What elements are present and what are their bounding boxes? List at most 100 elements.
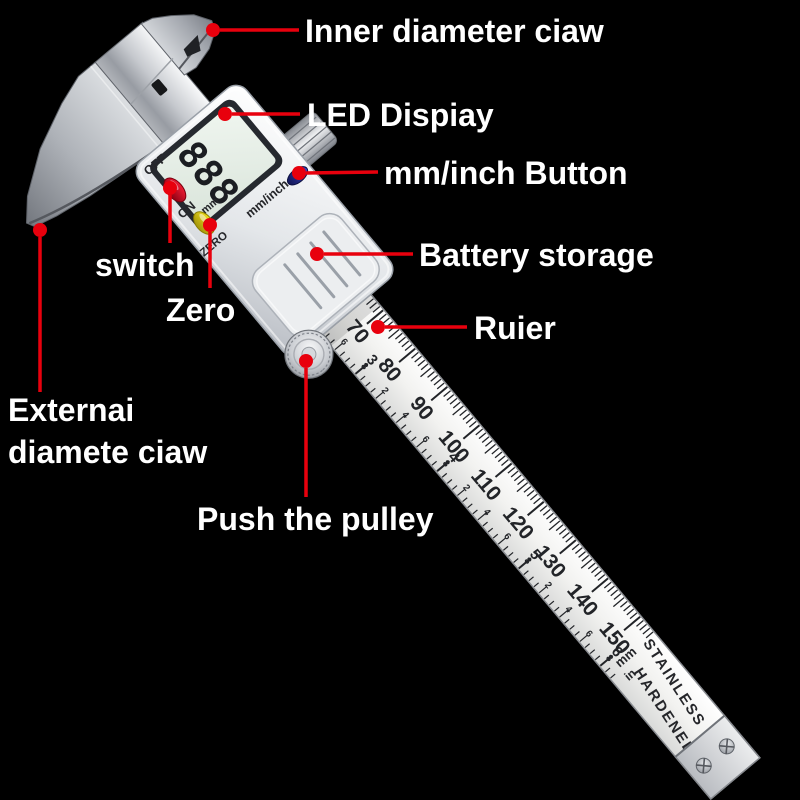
mm-tick [462,413,471,421]
inch-tick [441,472,448,478]
mm-tick [581,554,590,562]
inch-tick [360,375,366,381]
mm-tick [507,466,516,474]
mm-tick [378,313,387,321]
inch-tick [365,381,371,387]
inch-tick [349,363,356,369]
head-seam [130,57,174,105]
annotation-led-display: LED Dispiay [218,97,494,133]
mm-tick [430,374,439,382]
mm-tick [366,309,384,325]
annotation-dot-external-claw [33,223,47,237]
mm-tick [594,570,602,578]
mm-tick [574,547,583,555]
mm-tick [510,470,519,478]
annotations: Inner diameter ciaw LED Dispiay mm/inch … [8,13,654,537]
mm-tick [449,397,458,405]
label-mm-inch-button: mm/inch Button [384,155,628,191]
inch-tick [375,391,384,399]
inch-sub-number: 4 [481,507,493,519]
mm-tick [516,482,529,493]
inch-tick [436,460,450,472]
mm-tick [565,535,574,543]
mm-tick [372,305,381,313]
inch-tick [513,558,519,563]
mm-tick [623,615,641,631]
label-external-claw-line2: diamete ciaw [8,434,207,470]
mm-tick [411,351,419,359]
inch-sub-number: 2 [460,483,472,494]
mm-tick [533,497,541,505]
label-led-display: LED Dispiay [307,97,494,133]
inch-tick [523,570,529,575]
mm-tick [610,589,619,597]
mm-tick [481,436,490,443]
mm-tick [529,493,538,501]
end-cap-screw-bottom [695,757,712,774]
battery-door [251,212,380,338]
mm-tick [497,455,506,463]
inch-tick [599,654,614,667]
inch-tick [564,618,570,624]
mm-tick [578,551,586,558]
inch-tick [344,357,351,363]
inch-tick [518,557,532,570]
mm-tick [591,566,599,574]
label-ruler: Ruier [474,310,556,346]
mm-tick [468,420,477,428]
mm-tick [612,597,625,608]
inch-tick [416,440,425,448]
mm-tick [387,328,400,339]
mm-tick [446,394,455,401]
inch-tick [594,655,601,661]
mm-tick [645,631,654,639]
inch-tick [605,667,611,673]
mm-tick [484,440,493,447]
mm-tick [607,585,615,593]
mm-tick [597,574,606,581]
inch-sub-number: 8 [440,458,452,469]
mm-tick [548,520,561,531]
mm-tick [559,539,577,555]
inch-tick [487,527,494,533]
inch-tick [406,430,412,436]
mm-tick [591,577,609,593]
mm-tick [619,600,628,608]
mm-tick [459,409,468,417]
label-inner-diameter-claw: Inner diameter ciaw [305,13,604,49]
inch-tick [574,631,580,636]
mm-tick [443,390,451,398]
inch-tick [385,406,392,411]
inch-tick [339,351,346,357]
mm-tick [526,501,545,517]
annotation-push-pulley: Push the pulley [197,354,434,537]
inch-tick [497,537,507,545]
mm-tick [587,562,596,570]
inch-sub-number: 2 [542,580,554,591]
mm-tick [398,336,406,344]
inch-tick [533,582,540,588]
annotation-dot-pulley [299,354,313,368]
inch-tick [482,521,488,527]
annotation-battery-storage: Battery storage [310,237,654,273]
inch-sub-number: 2 [379,385,391,396]
mm-tick [430,386,448,402]
inch-sub-number: 6 [338,337,350,348]
mm-scale-ticks [366,298,654,639]
mm-tick [417,359,426,367]
inch-sub-number: 4 [562,604,574,616]
mm-tick [629,612,638,620]
inch-tick [400,424,407,430]
inch-sub-number: 4 [399,410,411,422]
mm-tick [414,355,423,363]
mm-tick [580,558,593,569]
mm-tick [623,604,631,612]
inch-sub-number: 6 [420,434,432,445]
mm-tick [436,382,445,390]
mm-tick [369,302,378,309]
mm-tick [539,505,548,512]
inch-tick [503,545,509,551]
inch-tick [421,448,427,454]
inch-tick [538,585,548,594]
